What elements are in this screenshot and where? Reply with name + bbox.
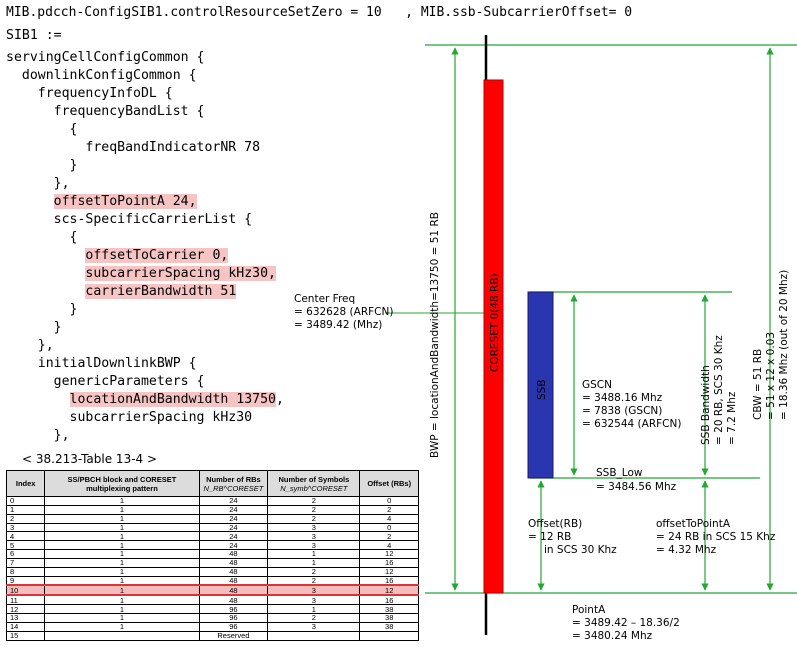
center-freq-label: = 632628 (ARFCN) (294, 306, 393, 318)
highlight-offset-to-pointa: offsetToPointA 24, (53, 194, 197, 209)
cbw-label: = 51 x 12 x 0.03 (765, 332, 777, 420)
bwp-label: BWP = locationAndBandwidth=13750 = 51 RB (429, 212, 441, 458)
offset-to-pointa-label: offsetToPointA (656, 518, 731, 530)
table-cell (359, 630, 419, 641)
code-line: frequencyInfoDL { (6, 86, 173, 101)
th-offset: Offset (RBs) (359, 470, 419, 497)
pointa-label: PointA (572, 604, 606, 616)
table-cell: 12 (359, 584, 419, 597)
code-line: }, (6, 338, 54, 353)
code-line: downlinkConfigCommon { (6, 68, 197, 83)
ssb-low-label: SSB_Low (596, 467, 643, 479)
table-cell (44, 630, 200, 641)
ssb-low-label: = 3484.56 Mhz (596, 481, 677, 493)
code-line: locationAndBandwidth 13750, (69, 392, 284, 407)
code-line: scs-SpecificCarrierList { (6, 212, 253, 227)
code-line: initialDownlinkBWP { (6, 356, 197, 371)
mib-header: MIB.pdcch-ConfigSIB1.controlResourceSetZ… (6, 5, 633, 20)
code-line: genericParameters { (6, 374, 205, 389)
code-line: }, (6, 428, 70, 443)
code-line: }, (6, 176, 70, 191)
code-line: } (6, 320, 62, 335)
ssb-bw-label: = 20 RB, SCS 30 Khz (713, 335, 725, 445)
offset-rb-label: = 12 RB (528, 531, 571, 543)
gscn-label: = 632544 (ARFCN) (582, 418, 681, 430)
gscn-label: = 3488.16 Mhz (582, 392, 663, 404)
th-pattern: SS/PBCH block and CORESET multiplexing p… (44, 470, 200, 497)
coreset-label: CORESET 0(48 RB) (489, 273, 501, 372)
code-line: } (6, 158, 78, 173)
highlight-offset-to-carrier: offsetToCarrier 0, (85, 248, 229, 263)
gscn-label: GSCN (582, 379, 612, 391)
code-line: { (6, 122, 78, 137)
table-cell: 1 (44, 594, 200, 606)
code-line: offsetToPointA 24, (6, 193, 197, 211)
code-line: } (6, 302, 78, 317)
pointa-label: = 3480.24 Mhz (572, 630, 653, 642)
ssb-bw-label: = 7.2 Mhz (726, 391, 738, 445)
table-caption: < 38.213-Table 13-4 > (22, 452, 158, 466)
code-line: freqBandIndicatorNR 78 (6, 140, 261, 155)
center-freq-label: = 3489.42 (Mhz) (294, 319, 382, 331)
offset-to-pointa-label: = 4.32 Mhz (656, 544, 717, 556)
code-line: { (6, 230, 78, 245)
coreset-bar (483, 79, 504, 594)
table-cell: 3 (267, 584, 361, 597)
highlight-location-and-bandwidth: locationAndBandwidth 13750 (69, 392, 276, 407)
code-line: SIB1 := (6, 28, 62, 43)
table-cell: 15 (5, 630, 46, 641)
ssb-bar (527, 291, 554, 479)
table-header-row: Index SS/PBCH block and CORESET multiple… (5, 470, 419, 497)
cbw-label: CBW = 51 RB (752, 349, 764, 420)
code-line: servingCellConfigCommon { (6, 50, 205, 65)
gscn-label: = 7838 (GSCN) (582, 405, 662, 417)
table-cell: 10 (5, 584, 46, 597)
code-line: subcarrierSpacing kHz30, (6, 265, 276, 283)
code-line: offsetToCarrier 0, (6, 247, 229, 265)
pointa-label: = 3489.42 – 18.36/2 (572, 617, 680, 629)
offset-to-pointa-label: = 24 RB in SCS 15 Khz (656, 531, 776, 543)
cbw-label: = 18.36 Mhz (out of 20 Mhz) (778, 270, 790, 420)
ssb-bw-label: SSB Bandwidth (700, 365, 712, 445)
coreset-table: Index SS/PBCH block and CORESET multiple… (5, 470, 419, 641)
offset-rb-label: Offset(RB) (528, 518, 582, 530)
table-cell: 1 (44, 584, 200, 597)
center-freq-label: Center Freq (294, 293, 355, 305)
table-cell: 16 (359, 594, 419, 606)
th-index: Index (5, 470, 46, 497)
table-cell: 11 (5, 594, 46, 606)
offset-rb-label: in SCS 30 Khz (544, 544, 617, 556)
table-cell: 3 (267, 594, 361, 606)
code-line: carrierBandwidth 51 (6, 283, 237, 301)
highlight-carrier-bandwidth: carrierBandwidth 51 (85, 284, 237, 299)
table-cell (267, 630, 361, 641)
code-line: subcarrierSpacing kHz30 (6, 410, 253, 425)
code-line: frequencyBandList { (6, 104, 205, 119)
highlight-subcarrier-spacing: subcarrierSpacing kHz30, (85, 266, 276, 281)
ssb-label: SSB (536, 379, 548, 400)
